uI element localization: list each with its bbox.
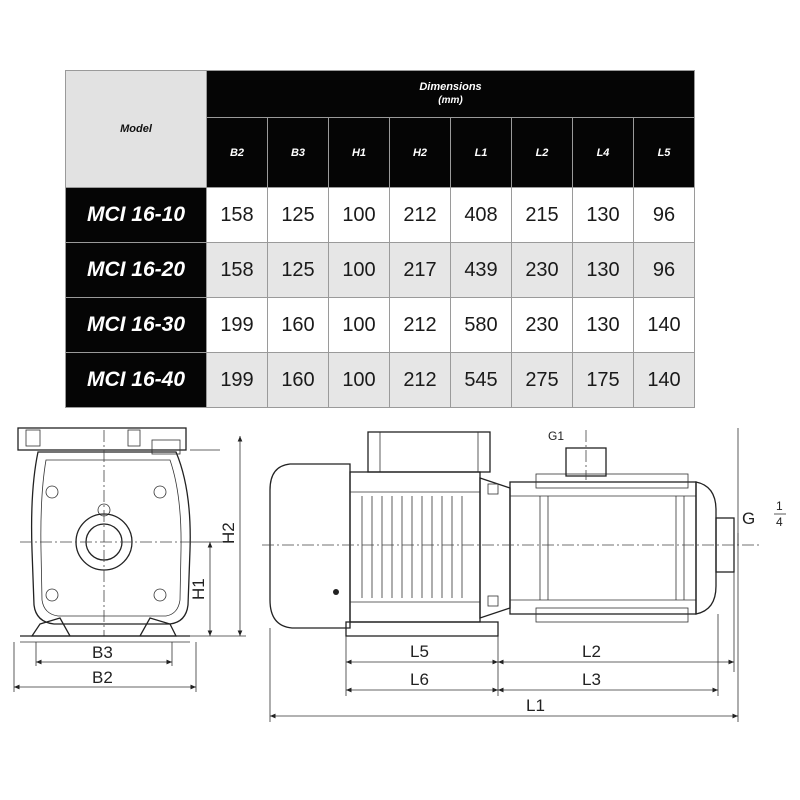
table-row: MCI 16-20 158 125 100 217 439 230 130 96 [65,242,695,298]
outlet-label: G1 [548,429,564,443]
dim-label-h2: H2 [219,522,238,544]
row-model: MCI 16-30 [65,297,207,353]
dimensions-unit: (mm) [438,95,463,106]
table-row: MCI 16-30 199 160 100 212 580 230 130 14… [65,297,695,353]
dim-label-l3: L3 [582,670,601,689]
row-model: MCI 16-40 [65,352,207,408]
col-header-l1: L1 [450,117,512,188]
dim-label-b2: B2 [92,668,113,687]
pump-stages [509,481,697,615]
inlet-thread-numerator: 1 [776,499,783,513]
dimensions-table: Model Dimensions (mm) B2 B3 H1 H2 L1 L2 … [65,70,695,408]
table-cell: 140 [633,297,695,353]
table-cell: 230 [511,297,573,353]
table-cell: 217 [389,242,451,298]
col-header-b2: B2 [206,117,268,188]
terminal-box-front [367,431,491,473]
dimensions-header: Dimensions (mm) [206,70,695,118]
pump-technical-drawing: H1 H2 B3 B2 [13,427,786,722]
table-cell: 580 [450,297,512,353]
motor-body [349,471,481,623]
col-header-h2: H2 [389,117,451,188]
inlet-thread-denominator: 4 [776,515,783,529]
model-header: Model [65,70,207,188]
col-header-b3: B3 [267,117,329,188]
table-cell: 230 [511,242,573,298]
table-cell: 130 [572,242,634,298]
pump-side-view: H1 H2 B3 B2 [13,427,246,692]
table-cell: 130 [572,297,634,353]
table-row: MCI 16-10 158 125 100 212 408 215 130 96 [65,187,695,243]
ground-mark-icon [333,589,339,595]
col-header-l4: L4 [572,117,634,188]
table-cell: 275 [511,352,573,408]
dimensions-title: Dimensions [419,81,482,93]
table-cell: 100 [328,242,390,298]
table-cell: 96 [633,242,695,298]
inlet-thread-label: G [742,509,755,528]
dim-label-b3: B3 [92,643,113,662]
table-cell: 100 [328,187,390,243]
table-cell: 212 [389,352,451,408]
col-header-l2: L2 [511,117,573,188]
bolt [45,485,59,499]
table-cell: 160 [267,352,329,408]
col-header-l5: L5 [633,117,695,188]
table-cell: 140 [633,352,695,408]
cable-gland [151,439,181,455]
pump-housing [30,451,191,625]
table-cell: 408 [450,187,512,243]
table-cell: 158 [206,187,268,243]
table-cell: 439 [450,242,512,298]
table-cell: 212 [389,187,451,243]
bolt [45,588,59,602]
table-cell: 199 [206,297,268,353]
lantern-bracket [479,477,511,619]
table-cell: 215 [511,187,573,243]
dim-label-l5: L5 [410,642,429,661]
table-cell: 212 [389,297,451,353]
dim-label-l1: L1 [526,696,545,715]
table-cell: 125 [267,242,329,298]
bolt [153,588,167,602]
cooling-fins [361,496,463,598]
col-header-h1: H1 [328,117,390,188]
motor-fan-cover [269,463,351,629]
table-cell: 545 [450,352,512,408]
pump-front-view: G1 G 1 4 L5 L2 L6 L3 L1 [262,428,786,722]
pump-end-cap [695,481,717,615]
bolt [153,485,167,499]
table-cell: 100 [328,297,390,353]
dim-label-h1: H1 [189,578,208,600]
table-cell: 160 [267,297,329,353]
dim-label-l2: L2 [582,642,601,661]
row-model: MCI 16-20 [65,242,207,298]
table-cell: 158 [206,242,268,298]
row-model: MCI 16-10 [65,187,207,243]
table-cell: 130 [572,187,634,243]
table-row: MCI 16-40 199 160 100 212 545 275 175 14… [65,352,695,408]
table-cell: 125 [267,187,329,243]
terminal-box [17,427,187,451]
table-cell: 175 [572,352,634,408]
dim-label-l6: L6 [410,670,429,689]
table-cell: 96 [633,187,695,243]
base-plate [345,621,499,637]
